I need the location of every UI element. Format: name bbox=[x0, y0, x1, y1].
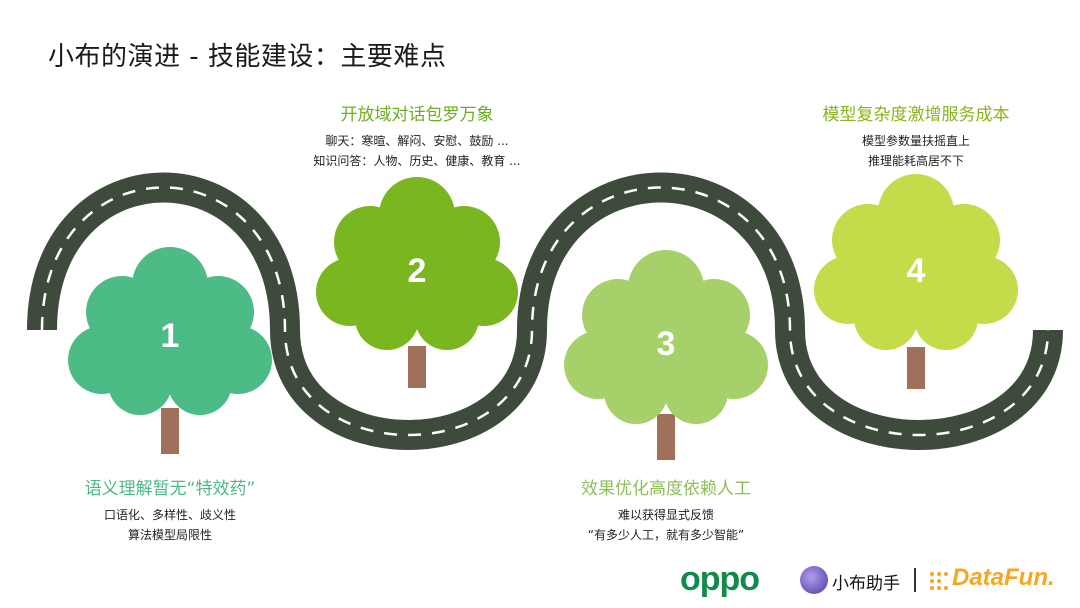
tree-4: 4 bbox=[814, 174, 1018, 389]
tree-number: 4 bbox=[907, 252, 926, 290]
tree-2: 2 bbox=[316, 177, 518, 388]
tree-trunk bbox=[907, 347, 925, 389]
point-line: 口语化、多样性、歧义性 bbox=[40, 505, 300, 525]
point-line: 算法模型局限性 bbox=[40, 525, 300, 545]
tree-number: 1 bbox=[161, 317, 180, 355]
point-line: 推理能耗高居不下 bbox=[780, 151, 1052, 171]
point-4-block: 模型复杂度激增服务成本 模型参数量扶摇直上 推理能耗高居不下 bbox=[780, 100, 1052, 171]
point-1-block: 语义理解暂无“特效药” 口语化、多样性、歧义性 算法模型局限性 bbox=[40, 474, 300, 545]
tree-trunk bbox=[161, 408, 179, 454]
point-line: 知识问答：人物、历史、健康、教育 ... bbox=[277, 151, 557, 171]
point-heading: 开放域对话包罗万象 bbox=[277, 100, 557, 125]
point-line: “有多少人工，就有多少智能” bbox=[536, 525, 796, 545]
point-line: 难以获得显式反馈 bbox=[536, 505, 796, 525]
tree-number: 3 bbox=[657, 325, 676, 363]
tree-3: 3 bbox=[564, 250, 768, 460]
footer-logos: oppo 小布助手 DataFun. bbox=[0, 558, 1080, 602]
xiaobu-assistant-icon bbox=[800, 566, 828, 594]
datafun-logo: DataFun. bbox=[952, 564, 1055, 592]
point-heading: 效果优化高度依赖人工 bbox=[536, 474, 796, 499]
point-3-block: 效果优化高度依赖人工 难以获得显式反馈 “有多少人工，就有多少智能” bbox=[536, 474, 796, 545]
tree-trunk bbox=[657, 414, 675, 460]
datafun-dots-icon bbox=[928, 570, 950, 592]
assistant-label: 小布助手 bbox=[832, 569, 900, 594]
point-line: 模型参数量扶摇直上 bbox=[780, 131, 1052, 151]
point-2-block: 开放域对话包罗万象 聊天：寒暄、解闷、安慰、鼓励 ... 知识问答：人物、历史、… bbox=[277, 100, 557, 171]
tree-number: 2 bbox=[408, 252, 427, 290]
point-heading: 模型复杂度激增服务成本 bbox=[780, 100, 1052, 125]
point-heading: 语义理解暂无“特效药” bbox=[40, 474, 300, 499]
tree-trunk bbox=[408, 346, 426, 388]
tree-1: 1 bbox=[68, 247, 272, 454]
oppo-logo: oppo bbox=[680, 560, 759, 598]
logo-separator bbox=[914, 568, 916, 592]
point-line: 聊天：寒暄、解闷、安慰、鼓励 ... bbox=[277, 131, 557, 151]
